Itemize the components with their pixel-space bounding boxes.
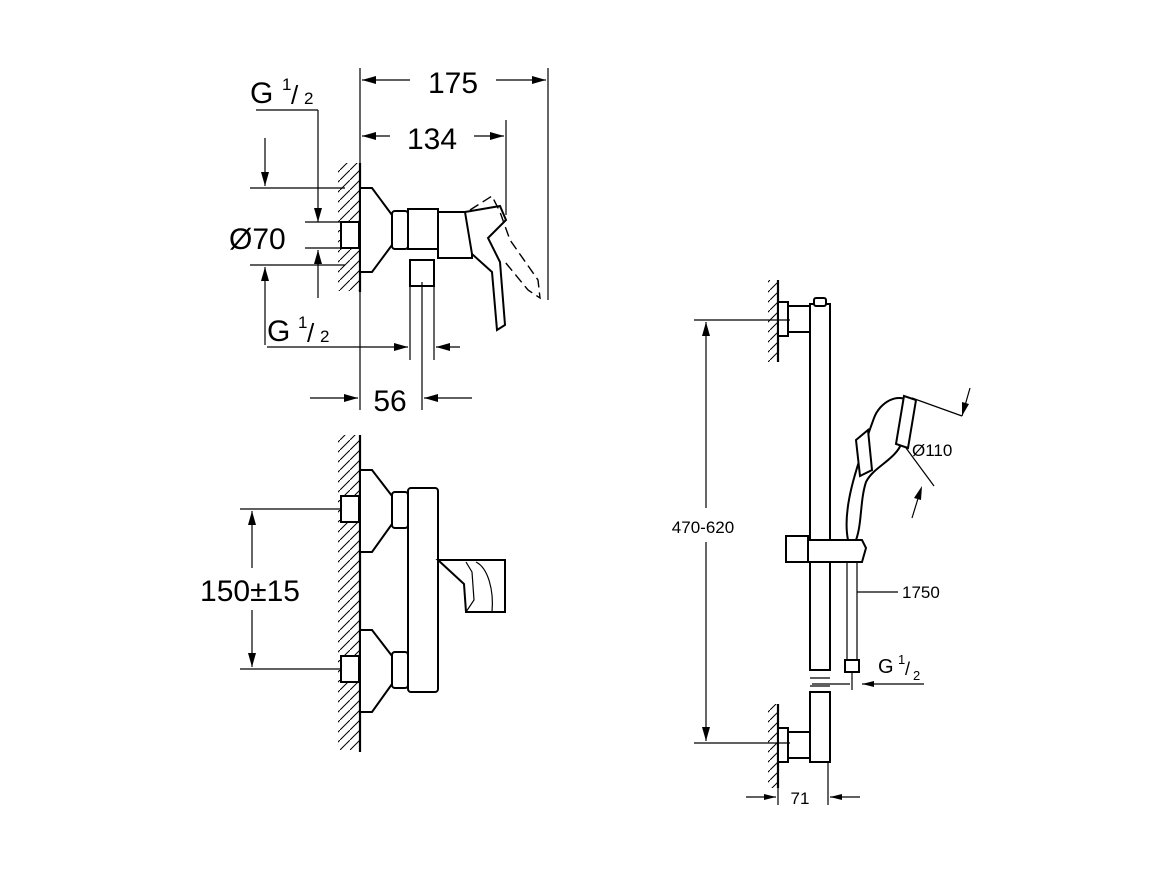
svg-text:1: 1 [898,652,905,667]
shower-button [854,428,874,478]
svg-text:2: 2 [320,327,329,346]
dim-outlet-offset: 56 [373,385,406,418]
svg-text:G: G [267,315,290,348]
svg-text:1: 1 [298,313,307,332]
bracket-arm-upper [787,305,811,333]
rail-lower [809,691,831,763]
wall-hatch-lower [768,704,778,788]
dim-wall-offset: 71 [791,789,810,808]
dim-hose-length: 1750 [902,583,940,602]
dim-rosette-diameter: Ø70 [229,223,286,256]
wall-connector [340,221,360,249]
dim-handshower-diameter: Ø110 [912,441,952,460]
slider-holder [807,539,868,563]
svg-text:/: / [905,659,910,679]
connector-upper [340,495,360,523]
wall-hatch-upper [768,280,778,362]
nut [391,210,409,250]
outlet-stub [409,259,435,287]
dim-center-distance: 150±15 [200,575,300,608]
svg-text:/: / [291,80,299,110]
slider-knob [785,535,809,563]
rosette-lower [359,629,393,713]
connector-lower [340,655,360,683]
svg-text:/: / [307,318,315,348]
rosette [359,187,393,273]
dim-body-depth: 134 [407,123,457,156]
svg-text:G: G [250,77,273,110]
svg-text:G: G [878,656,894,678]
svg-text:2: 2 [913,668,920,683]
mixer-body [407,487,439,693]
mixer-front-view: 150±15 [200,435,506,752]
svg-text:2: 2 [304,89,313,108]
rail-end-cap [813,297,827,307]
lever [463,204,508,332]
thread-label-top: G 1 / 2 [250,75,313,110]
hose-nut [844,659,860,673]
mixer-body-core [407,208,439,250]
thread-label-hose: G 1 / 2 [878,652,920,683]
thread-label-bottom: G 1 / 2 [267,313,329,348]
svg-text:1: 1 [282,75,291,94]
nut-upper [391,491,409,529]
wall-hatch [338,435,360,750]
dim-rail-height: 470-620 [672,518,734,537]
lever-open-position [469,194,541,300]
mixer-side-view: 175 134 G 1 / 2 Ø70 G 1 [229,67,549,418]
bracket-rosette-lower [777,727,789,763]
bracket-arm-lower [787,731,811,759]
dim-total-depth: 175 [428,67,478,100]
lever [435,559,506,613]
bracket-rosette-upper [777,301,789,337]
shower-head-face [894,394,918,450]
nut-lower [391,651,409,689]
rail-upper [809,303,831,671]
shower-rail-view: 470-620 Ø110 1750 G 1 / 2 71 [672,280,971,808]
rosette-upper [359,469,393,553]
